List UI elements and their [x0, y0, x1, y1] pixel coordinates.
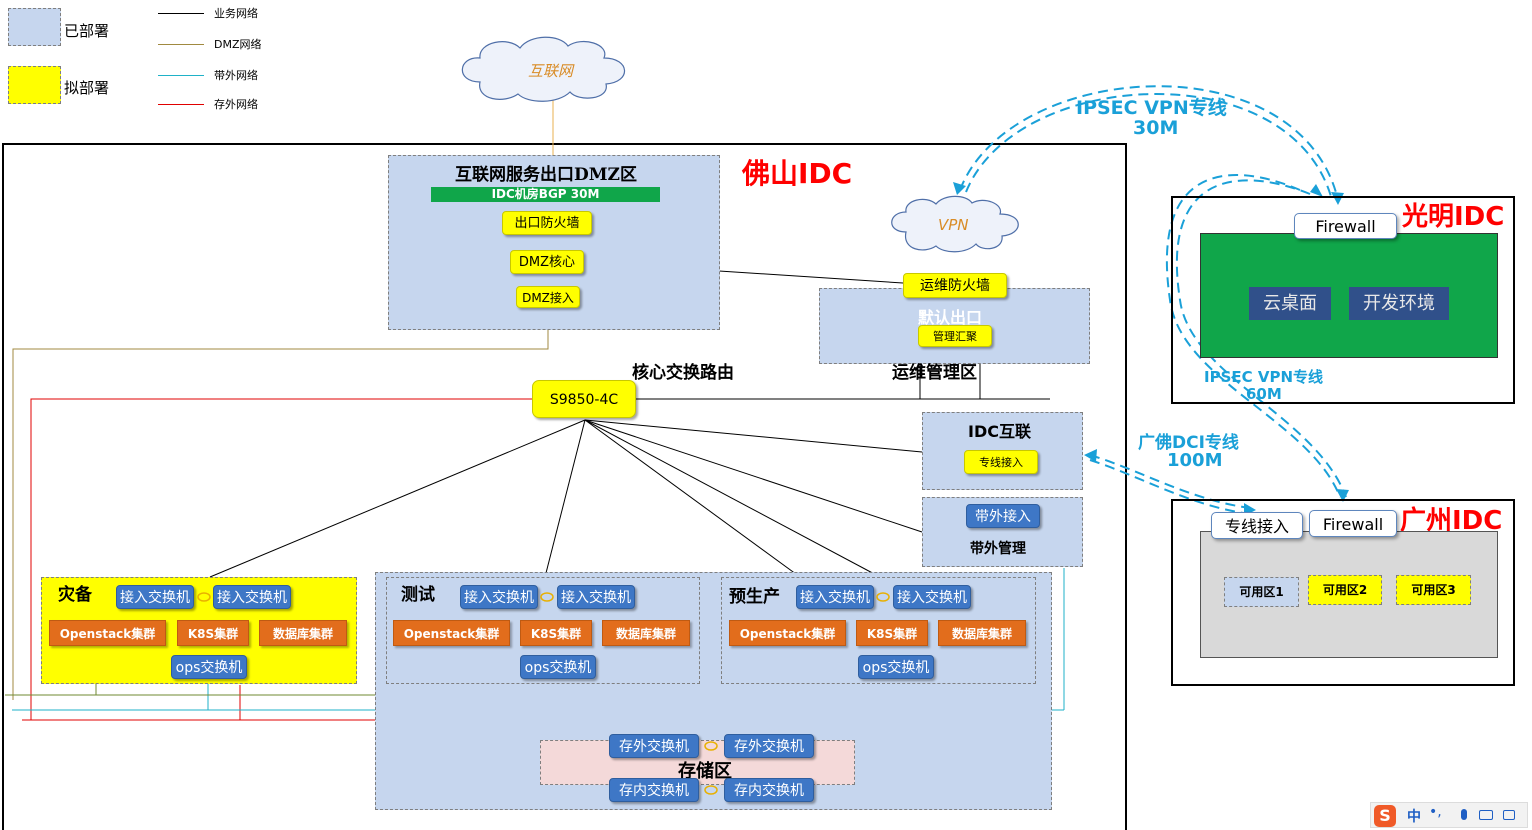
internet-cloud-label: 互联网 — [528, 62, 574, 80]
oob-mgmt-label: 带外管理 — [970, 541, 1026, 557]
foshan-frame — [2, 143, 1127, 830]
ime-skin-icon[interactable] — [1503, 810, 1515, 820]
guangzhou-leased-line-access[interactable]: 专线接入 — [1211, 512, 1303, 539]
legend-dmz-label: DMZ网络 — [214, 38, 262, 51]
ipsec-60m-link — [1165, 174, 1347, 498]
availability-zone-1[interactable]: 可用区1 — [1224, 577, 1299, 607]
preprod-zone — [721, 577, 1036, 684]
dmz-zone-title: 互联网服务出口DMZ区 — [455, 165, 637, 185]
dr-access-switch-1[interactable]: 接入交换机 — [116, 585, 194, 609]
storage-int-switch-1[interactable]: 存内交换机 — [609, 778, 699, 802]
ipsec-60m-label-line2: 60M — [1246, 385, 1282, 403]
guangzhou-firewall[interactable]: Firewall — [1309, 510, 1397, 537]
default-exit-label: 默认出口 — [918, 308, 983, 327]
legend-oob-label: 带外网络 — [214, 69, 258, 82]
oob-access-switch[interactable]: 带外接入 — [966, 504, 1040, 528]
legend-planned-label: 拟部署 — [64, 79, 110, 97]
idc-interconnect-title: IDC互联 — [968, 422, 1031, 441]
legend-line-oob — [158, 75, 204, 76]
mgmt-aggregation-switch[interactable]: 管理汇聚 — [918, 325, 992, 347]
legend-line-dmz — [158, 44, 204, 45]
dr-database-cluster[interactable]: 数据库集群 — [259, 620, 347, 646]
storage-int-switch-2[interactable]: 存内交换机 — [724, 778, 814, 802]
preprod-access-switch-1[interactable]: 接入交换机 — [796, 585, 874, 609]
ime-logo-icon: S — [1374, 805, 1396, 827]
preprod-database-cluster[interactable]: 数据库集群 — [938, 620, 1026, 646]
ime-toolbar[interactable]: S 中 •, — [1370, 802, 1528, 828]
cloud-desktop-tile[interactable]: 云桌面 — [1249, 287, 1331, 320]
preprod-ops-switch[interactable]: ops交换机 — [858, 655, 934, 679]
dmz-core-switch[interactable]: DMZ核心 — [510, 250, 584, 274]
dci-100m-link — [1089, 454, 1251, 515]
exit-firewall[interactable]: 出口防火墙 — [502, 211, 592, 235]
availability-zone-2[interactable]: 可用区2 — [1308, 575, 1382, 605]
dr-access-switch-2[interactable]: 接入交换机 — [213, 585, 291, 609]
bgp-bar: IDC机房BGP 30M — [431, 187, 660, 202]
test-zone — [386, 577, 700, 684]
ipsec-60m-label-line1: IPSEC VPN专线 — [1204, 368, 1324, 386]
storage-ext-switch-2[interactable]: 存外交换机 — [724, 734, 814, 758]
ipsec-30m-label-line1: IPSEC VPN专线 — [1076, 97, 1227, 119]
oob-mgmt-zone — [922, 497, 1083, 567]
test-access-switch-1[interactable]: 接入交换机 — [460, 585, 538, 609]
test-access-switch-2[interactable]: 接入交换机 — [557, 585, 635, 609]
test-database-cluster[interactable]: 数据库集群 — [602, 620, 690, 646]
test-zone-title: 测试 — [401, 585, 435, 605]
dci-100m-label-line2: 100M — [1167, 450, 1223, 471]
dr-ops-switch[interactable]: ops交换机 — [171, 655, 247, 679]
ime-mode-label[interactable]: 中 — [1407, 809, 1421, 825]
core-fanout-lines — [209, 419, 923, 578]
legend-deployed-swatch — [8, 8, 61, 46]
ipsec-30m-link — [959, 85, 1339, 201]
legend-line-storage — [158, 104, 204, 105]
preprod-zone-title: 预生产 — [729, 587, 780, 607]
dmz-access-switch[interactable]: DMZ接入 — [516, 286, 580, 308]
storage-ext-switch-1[interactable]: 存外交换机 — [609, 734, 699, 758]
dr-k8s-cluster[interactable]: K8S集群 — [177, 620, 249, 646]
legend-storage-label: 存外网络 — [214, 98, 258, 111]
ime-keyboard-icon[interactable] — [1479, 810, 1493, 820]
ops-firewall[interactable]: 运维防火墙 — [903, 273, 1007, 298]
test-ops-switch[interactable]: ops交换机 — [520, 655, 596, 679]
ipsec-30m-label-line2: 30M — [1133, 117, 1179, 139]
ops-mgmt-zone-label: 运维管理区 — [892, 363, 977, 383]
preprod-k8s-cluster[interactable]: K8S集群 — [856, 620, 928, 646]
preprod-access-switch-2[interactable]: 接入交换机 — [893, 585, 971, 609]
guangming-idc-title: 光明IDC — [1402, 202, 1505, 232]
dci-100m-label-line1: 广佛DCI专线 — [1138, 433, 1239, 453]
vpn-cloud-label: VPN — [938, 216, 969, 234]
foshan-idc-title: 佛山IDC — [742, 157, 853, 190]
legend-deployed-label: 已部署 — [64, 22, 110, 40]
dev-env-tile[interactable]: 开发环境 — [1349, 287, 1449, 320]
legend-business-label: 业务网络 — [214, 7, 258, 20]
legend-planned-swatch — [8, 66, 61, 104]
idc-leased-line-access[interactable]: 专线接入 — [964, 450, 1038, 474]
guangming-firewall[interactable]: Firewall — [1294, 213, 1397, 239]
availability-zone-3[interactable]: 可用区3 — [1396, 575, 1471, 605]
legend-line-business — [158, 13, 204, 14]
test-k8s-cluster[interactable]: K8S集群 — [520, 620, 592, 646]
storage-zone-title: 存储区 — [678, 761, 732, 782]
core-routing-label: 核心交换路由 — [632, 363, 734, 383]
core-switch-s9850[interactable]: S9850-4C — [532, 380, 636, 418]
preprod-openstack-cluster[interactable]: Openstack集群 — [729, 620, 846, 646]
guangzhou-idc-frame — [1171, 499, 1515, 686]
ime-punctuation-icon[interactable]: •, — [1429, 804, 1442, 820]
test-openstack-cluster[interactable]: Openstack集群 — [393, 620, 510, 646]
dr-openstack-cluster[interactable]: Openstack集群 — [49, 620, 166, 646]
dr-zone-title: 灾备 — [58, 585, 92, 605]
guangming-idc-frame — [1171, 196, 1515, 404]
ime-microphone-icon[interactable] — [1461, 809, 1467, 820]
